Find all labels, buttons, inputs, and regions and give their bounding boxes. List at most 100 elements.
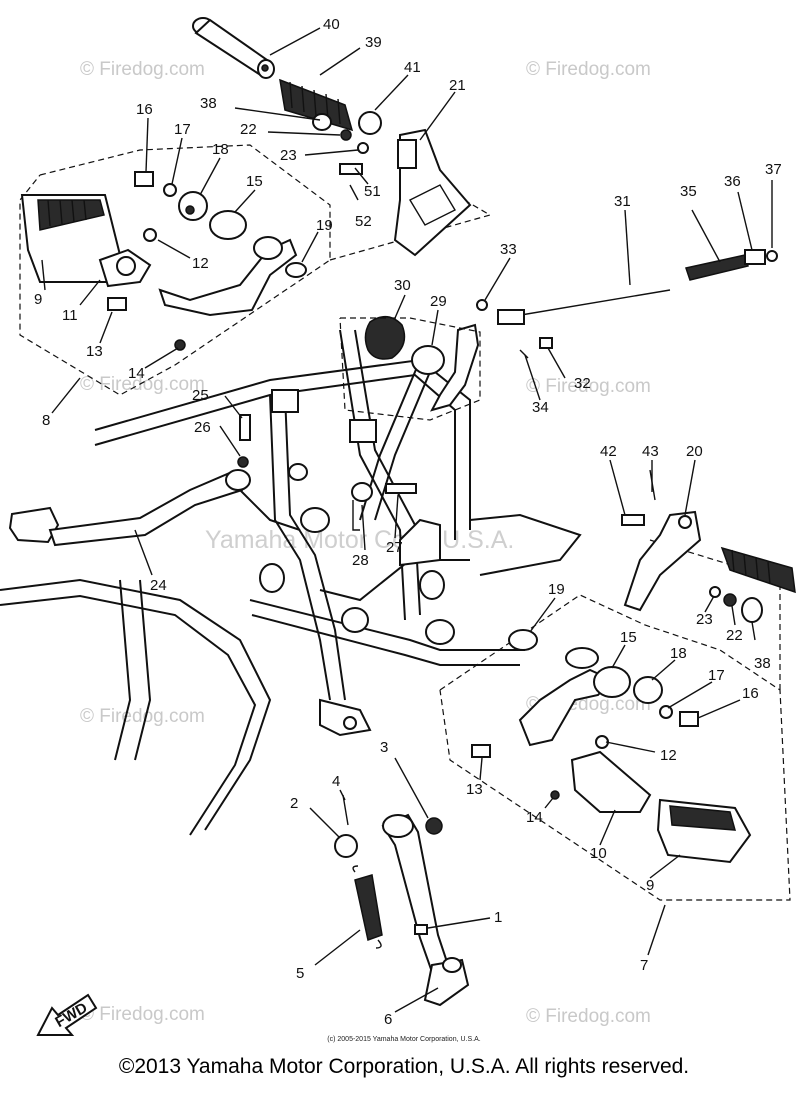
callout-38: 38 — [200, 95, 217, 112]
brake-rod — [476, 249, 778, 359]
callout-20: 20 — [686, 443, 703, 460]
callout-22-right: 22 — [726, 627, 743, 644]
group-outline — [649, 539, 781, 690]
callout-41: 41 — [404, 59, 421, 76]
forward-arrow-icon: FWD — [36, 993, 98, 1036]
watermark: © Firedog.com — [80, 706, 205, 727]
bolt — [239, 414, 251, 441]
callout-36: 36 — [724, 173, 741, 190]
watermark: © Firedog.com — [80, 1004, 205, 1025]
callout-7: 7 — [640, 957, 648, 974]
washer — [285, 262, 307, 278]
group-outline — [439, 594, 791, 901]
washer — [237, 456, 249, 468]
callout-51: 51 — [364, 183, 381, 200]
watermark: © Firedog.com — [526, 376, 651, 397]
callout-10: 10 — [590, 845, 607, 862]
nut — [340, 129, 352, 141]
washer — [659, 705, 673, 719]
brake-shaft — [411, 345, 445, 375]
arm-boss — [565, 647, 599, 669]
nut — [351, 482, 373, 502]
callout-26: 26 — [194, 419, 211, 436]
footrest-rubber-right — [656, 798, 752, 864]
washer-hole — [185, 205, 195, 215]
callout-18-right: 18 — [670, 645, 687, 662]
cotter-pin — [342, 794, 349, 826]
callout-35: 35 — [680, 183, 697, 200]
callout-37: 37 — [765, 161, 782, 178]
callout-18: 18 — [212, 141, 229, 158]
callout-15-right: 15 — [620, 629, 637, 646]
spring — [143, 228, 157, 242]
watermark: © Firedog.com — [526, 1006, 651, 1027]
washer — [163, 183, 177, 197]
callout-16: 16 — [136, 101, 153, 118]
bolt — [679, 711, 699, 727]
footrest-bracket — [393, 128, 472, 257]
callout-12: 12 — [192, 255, 209, 272]
callout-43: 43 — [642, 443, 659, 460]
callout-32: 32 — [574, 375, 591, 392]
callout-30: 30 — [394, 277, 411, 294]
callout-13: 13 — [86, 343, 103, 360]
plate-washer — [178, 191, 208, 221]
group-outline — [19, 144, 331, 396]
nut — [723, 593, 737, 607]
callout-38-right: 38 — [754, 655, 771, 672]
callout-9-right: 9 — [646, 877, 654, 894]
collar — [741, 597, 763, 623]
callout-21: 21 — [449, 77, 466, 94]
callout-17: 17 — [174, 121, 191, 138]
washer — [358, 111, 382, 135]
footrest-rubber-left — [20, 194, 122, 283]
callout-42: 42 — [600, 443, 617, 460]
callout-3: 3 — [380, 739, 388, 756]
watermark: © Firedog.com — [80, 59, 205, 80]
footrest-pipe — [192, 17, 275, 79]
callout-52: 52 — [355, 213, 372, 230]
callout-labels: 40 39 41 21 38 22 23 16 17 18 15 51 52 1… — [34, 16, 782, 1028]
bushing — [209, 210, 247, 240]
callout-22: 22 — [240, 121, 257, 138]
callout-11: 11 — [62, 307, 78, 324]
washer — [508, 629, 538, 651]
side-stand — [381, 813, 470, 1007]
copyright-notice: ©2013 Yamaha Motor Corporation, U.S.A. A… — [118, 1055, 690, 1078]
callout-24: 24 — [150, 577, 167, 594]
callout-2: 2 — [290, 795, 298, 812]
footrest-arm-right — [518, 668, 614, 747]
stand-spring — [352, 865, 383, 949]
callout-29: 29 — [430, 293, 447, 310]
plate-washer — [633, 676, 663, 704]
callout-17-right: 17 — [708, 667, 725, 684]
callout-6: 6 — [384, 1011, 392, 1028]
pivot-bolt — [334, 834, 358, 858]
callout-33: 33 — [500, 241, 517, 258]
arm-boss — [253, 236, 283, 260]
bolt — [385, 483, 417, 494]
cotter-pin — [550, 790, 560, 800]
bolt — [339, 163, 363, 175]
callout-19-right: 19 — [548, 581, 565, 598]
callout-23: 23 — [280, 147, 297, 164]
callout-5: 5 — [296, 965, 304, 982]
pivot-hole — [116, 256, 136, 276]
callout-23-right: 23 — [696, 611, 713, 628]
callout-14-right: 14 — [526, 809, 543, 826]
plate — [352, 500, 360, 531]
pin — [107, 297, 127, 311]
callout-16-right: 16 — [742, 685, 759, 702]
return-spring — [364, 316, 406, 360]
group-outline — [339, 317, 481, 421]
brake-arm — [430, 323, 480, 412]
bushing — [593, 666, 631, 698]
callout-1: 1 — [494, 909, 502, 926]
callout-4: 4 — [332, 773, 340, 790]
leader-lines — [41, 27, 773, 1013]
callout-9: 9 — [34, 291, 42, 308]
callout-31: 31 — [614, 193, 631, 210]
washer — [709, 586, 721, 598]
callout-28: 28 — [352, 552, 369, 569]
